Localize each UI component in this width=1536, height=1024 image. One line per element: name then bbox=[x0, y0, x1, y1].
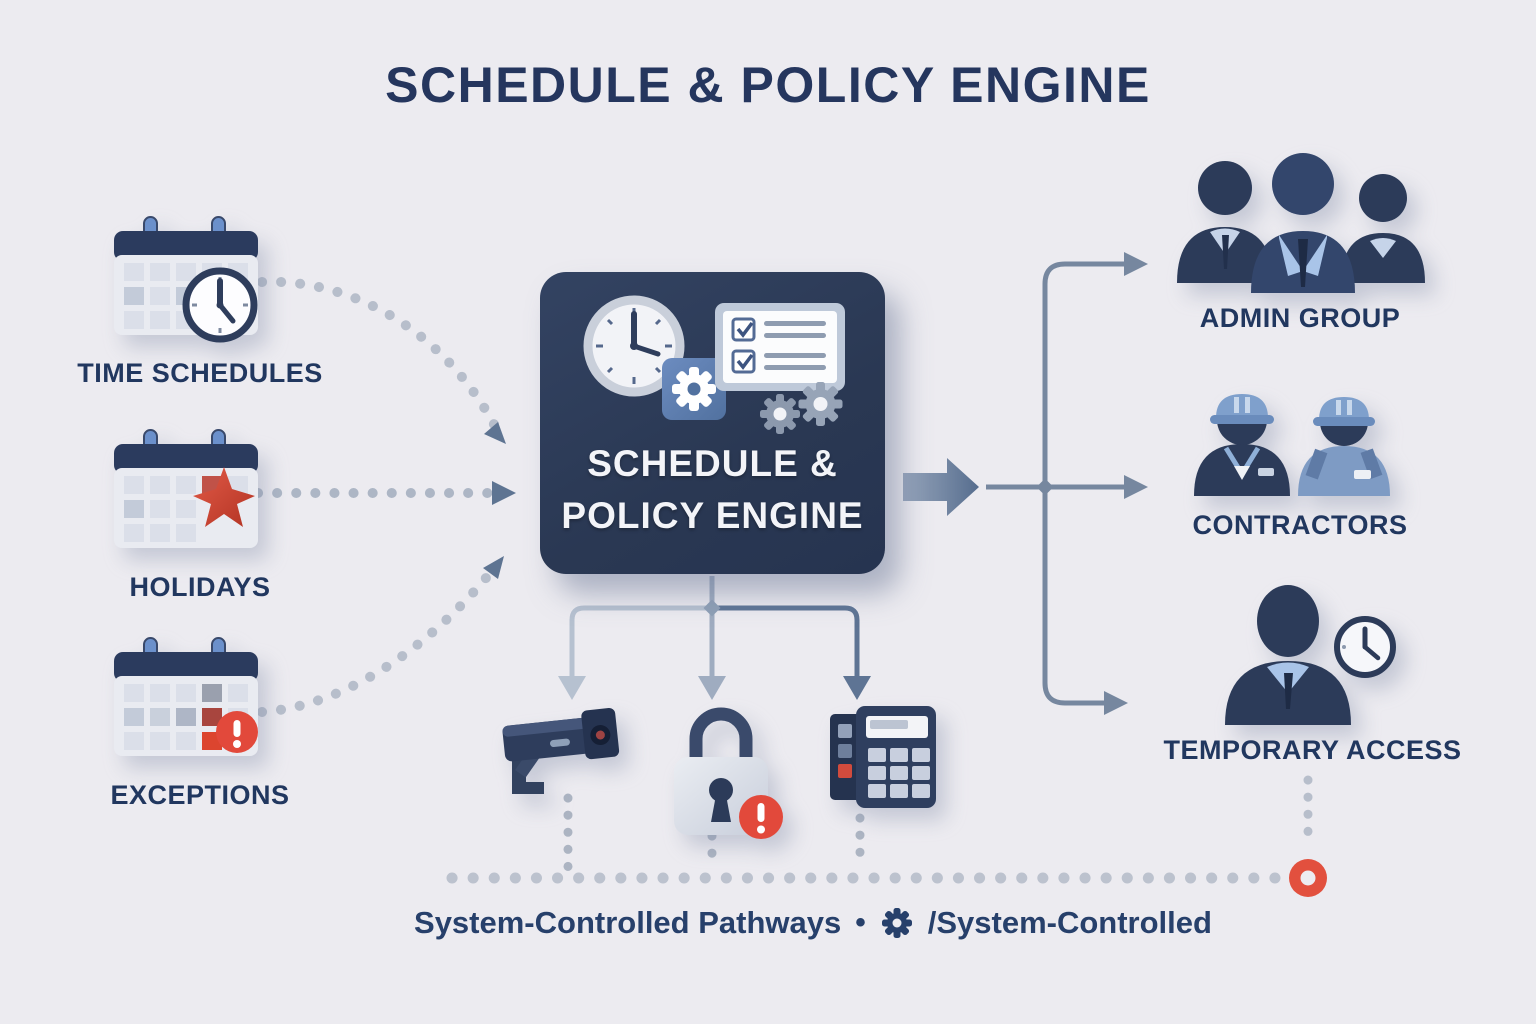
diagram-title: SCHEDULE & POLICY ENGINE bbox=[385, 57, 1151, 113]
engine-icon-cluster bbox=[583, 295, 845, 434]
output-arrowheads bbox=[1036, 252, 1148, 715]
calendar-clock-icon bbox=[114, 216, 258, 343]
contractors-icon bbox=[1194, 394, 1390, 496]
time-schedules-label: TIME SCHEDULES bbox=[77, 358, 323, 388]
gear-icon bbox=[881, 908, 912, 938]
contractors-label: CONTRACTORS bbox=[1192, 510, 1408, 540]
legend-suffix: /System-Controlled bbox=[927, 905, 1212, 940]
legend-text: System-Controlled Pathways bbox=[414, 905, 842, 940]
temporary-access-label: TEMPORARY ACCESS bbox=[1163, 735, 1462, 765]
engine-title-line2: POLICY ENGINE bbox=[561, 494, 864, 536]
engine-output-arrow bbox=[903, 458, 979, 516]
output-trunk-lines bbox=[986, 261, 1126, 706]
pathway-endpoint-dot bbox=[1289, 859, 1327, 897]
clock-icon bbox=[583, 295, 685, 397]
admin-group-icon bbox=[1177, 153, 1425, 293]
device-arrowheads bbox=[558, 599, 871, 700]
engine-title: SCHEDULE & POLICY ENGINE bbox=[540, 438, 885, 542]
calendar-alert-icon bbox=[114, 637, 258, 756]
input-arrowheads bbox=[483, 422, 516, 579]
security-camera-icon bbox=[502, 708, 620, 794]
calendar-star-icon bbox=[114, 429, 258, 548]
legend-bullet: • bbox=[855, 906, 866, 939]
padlock-alert-icon bbox=[674, 707, 783, 839]
schedule-policy-engine-node: SCHEDULE & POLICY ENGINE bbox=[540, 272, 885, 574]
checklist-icon bbox=[715, 303, 845, 391]
holidays-label: HOLIDAYS bbox=[129, 572, 271, 602]
engine-title-line1: SCHEDULE & bbox=[587, 443, 838, 484]
gears-icon bbox=[760, 382, 843, 434]
exceptions-label: EXCEPTIONS bbox=[110, 780, 290, 810]
admin-group-label: ADMIN GROUP bbox=[1199, 303, 1401, 333]
keypad-icon bbox=[830, 706, 936, 808]
dotted-input-paths bbox=[253, 276, 502, 717]
person-clock-icon bbox=[1225, 585, 1396, 725]
legend: System-Controlled Pathways • /System-Con… bbox=[45, 905, 1536, 941]
gear-chip-icon bbox=[662, 358, 726, 420]
device-branch-lines bbox=[569, 576, 860, 680]
